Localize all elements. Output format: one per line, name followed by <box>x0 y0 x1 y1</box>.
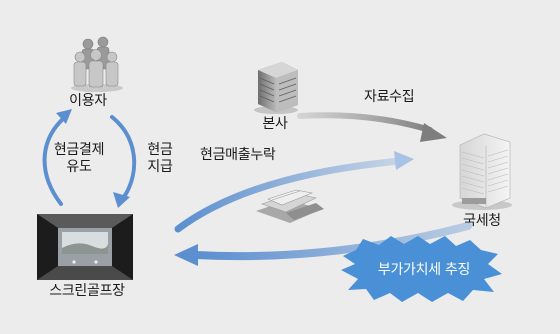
cash-pay-label-line2: 지급 <box>147 159 173 175</box>
user-label: 이용자 <box>69 93 107 109</box>
arrow-cash-induce-head <box>56 109 72 124</box>
government-building-icon <box>452 133 512 210</box>
arrow-penalty-head <box>174 244 198 266</box>
burst-shape <box>341 236 502 302</box>
cash-pay-label: 현금 지급 <box>142 142 178 176</box>
arrow-collect <box>297 112 433 133</box>
collect-label: 자료수집 <box>364 89 415 105</box>
arrow-cash-pay <box>110 115 137 199</box>
money-documents-icon <box>256 189 324 223</box>
cash-induce-label: 현금결제 유도 <box>48 142 110 176</box>
arrow-omission <box>174 157 404 233</box>
arrow-omission-head <box>394 151 414 170</box>
cash-induce-label-line1: 현금결제 <box>53 142 105 158</box>
cash-pay-label-line1: 현금 <box>147 142 173 158</box>
cash-induce-label-line2: 유도 <box>66 159 92 175</box>
arrow-collect-head <box>420 123 447 142</box>
office-building-icon <box>254 62 298 114</box>
arrow-cash-pay-head <box>113 192 130 208</box>
burst-label: 부가가치세 추징 <box>377 262 471 278</box>
screen-golf-room-icon <box>37 214 133 280</box>
omission-label: 현금매출누락 <box>200 147 276 163</box>
tax-office-label: 국세청 <box>463 213 501 229</box>
people-icon <box>71 36 123 92</box>
arrow-cash-induce <box>42 115 67 206</box>
golf-label: 스크린골프장 <box>49 283 125 299</box>
hq-label: 본사 <box>262 116 288 132</box>
arrow-penalty <box>192 222 472 261</box>
